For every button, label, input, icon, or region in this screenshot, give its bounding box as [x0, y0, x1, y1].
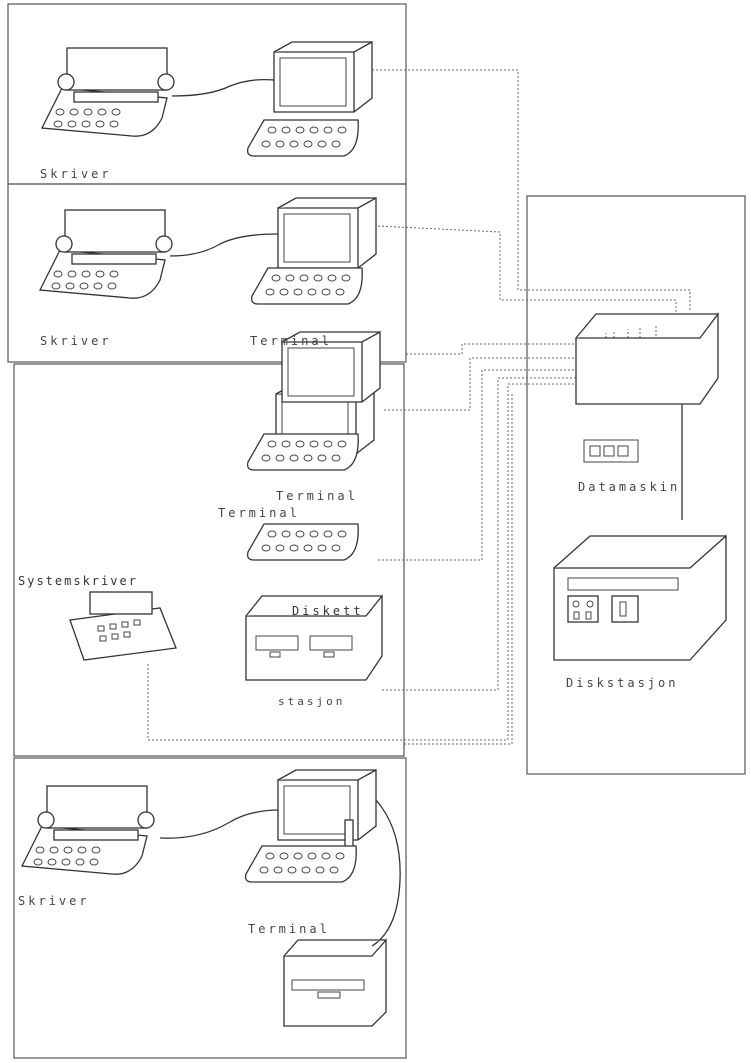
cable: [160, 810, 280, 838]
keyboard-icon: [248, 434, 359, 470]
system-printer-icon: [70, 592, 176, 660]
computer-label: Datamaskin: [578, 480, 680, 494]
keyboard-icon: [246, 846, 357, 882]
terminal-icon: [278, 770, 376, 840]
typewriter-icon: [22, 786, 154, 874]
keyboard-icon: [252, 268, 363, 304]
printer-label: Skriver: [40, 167, 112, 181]
terminal-icon: [274, 42, 372, 112]
typewriter-icon: [42, 48, 174, 136]
keyboard-icon: [248, 524, 359, 560]
terminal-label: Terminal: [250, 334, 332, 348]
cable: [172, 80, 274, 96]
diskette-sublabel: stasjon: [278, 695, 345, 708]
computer-icon: [576, 314, 718, 462]
cable: [170, 234, 278, 256]
diskette-label: Diskett: [292, 604, 364, 618]
disk-unit-label: Diskstasjon: [566, 676, 678, 690]
typewriter-icon: [40, 210, 172, 298]
terminal-label: Terminal: [218, 506, 300, 520]
keyboard-icon: [248, 120, 359, 156]
printer-label: Skriver: [40, 334, 112, 348]
system-printer-label: Systemskriver: [18, 574, 138, 588]
terminal-label: Terminal: [276, 489, 358, 503]
terminal-label: Terminal: [248, 922, 330, 936]
terminal-icon: [278, 198, 376, 268]
printer-label: Skriver: [18, 894, 90, 908]
diskette-drive-icon: [284, 940, 386, 1026]
disk-unit-icon: [554, 536, 726, 660]
